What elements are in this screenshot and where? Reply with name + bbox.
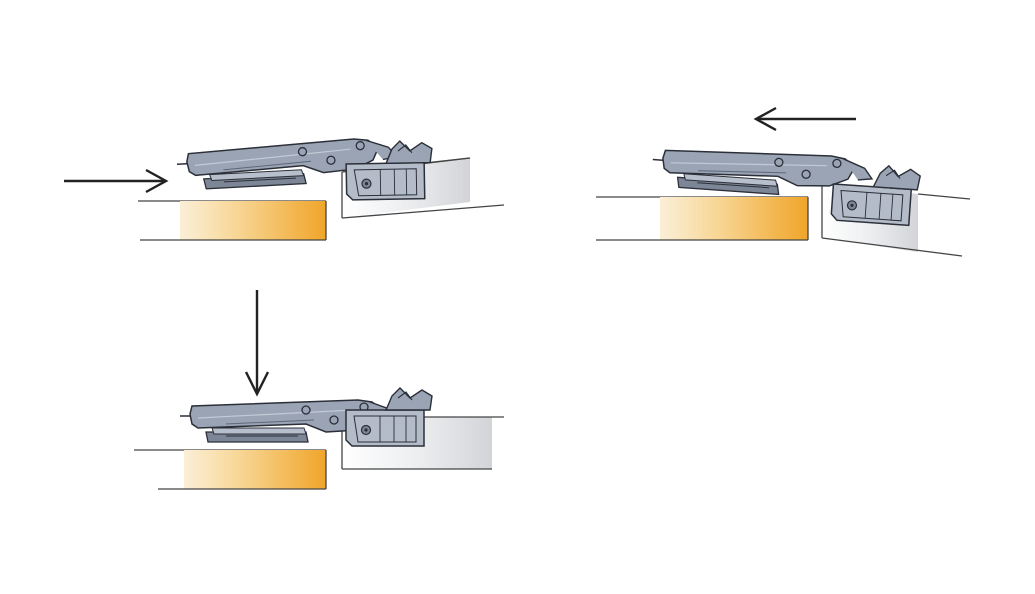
panel-slide-out [596, 106, 971, 257]
arrow-left-icon [753, 106, 856, 132]
arrow-down-icon [244, 290, 270, 397]
arrow-right-icon [64, 168, 169, 194]
panel-press-down [134, 290, 504, 490]
cabinet-panel [596, 196, 809, 241]
cabinet-panel [138, 200, 327, 241]
panel-slide-in [64, 136, 505, 241]
hinge-cup [345, 387, 433, 447]
cabinet-panel [134, 449, 327, 490]
